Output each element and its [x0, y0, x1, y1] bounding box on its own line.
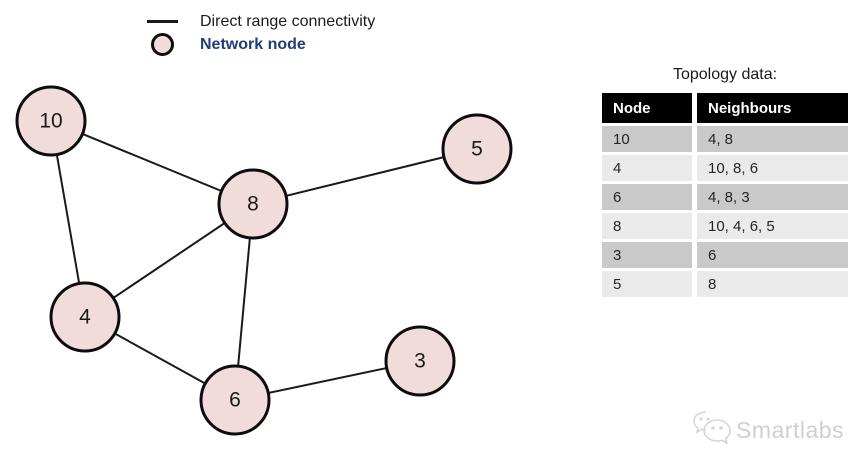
node-label-3: 3 — [414, 350, 426, 373]
table-row: 10 4, 8 — [602, 126, 848, 155]
node-8 — [217, 168, 289, 240]
node-5 — [441, 113, 513, 185]
edge-10-8 — [50, 120, 254, 205]
neighbours-cell: 4, 8, 3 — [697, 184, 848, 213]
legend-edge-label: Direct range connectivity — [200, 12, 376, 30]
node-label-5: 5 — [471, 138, 483, 161]
neighbours-cell: 8 — [697, 271, 848, 300]
table-title: Topology data: — [672, 66, 778, 83]
table-header-row: Node Neighbours — [602, 93, 848, 126]
neighbours-cell: 10, 8, 6 — [697, 155, 848, 184]
chat-bubbles-icon — [693, 411, 731, 445]
node-3 — [384, 325, 456, 397]
table-row: 4 10, 8, 6 — [602, 155, 848, 184]
neighbours-cell: 10, 4, 6, 5 — [697, 213, 848, 242]
neighbours-cell: 4, 8 — [697, 126, 848, 155]
node-10 — [15, 85, 87, 157]
legend-node-label: Network node — [200, 35, 306, 53]
node-cell: 4 — [602, 155, 697, 184]
node-label-6: 6 — [229, 389, 241, 412]
table-row: 3 6 — [602, 242, 848, 271]
edge-line-icon — [147, 20, 178, 23]
node-6 — [199, 364, 271, 436]
legend: Direct range connectivity Network node — [147, 10, 375, 56]
node-cell: 3 — [602, 242, 697, 271]
edge-8-5 — [252, 148, 478, 205]
node-label-8: 8 — [247, 193, 259, 216]
topology-table: Node Neighbours 10 4, 8 4 10, 8, 6 6 4, … — [602, 93, 848, 300]
column-header-neighbours: Neighbours — [697, 93, 848, 126]
node-label-10: 10 — [39, 110, 62, 133]
node-cell: 10 — [602, 126, 697, 155]
topology-table-section: Topology data: Node Neighbours 10 4, 8 4… — [602, 66, 848, 300]
column-header-node: Node — [602, 93, 697, 126]
network-graph: 10 8 5 4 6 3 — [15, 85, 513, 436]
smartlabs-watermark: Smartlabs — [690, 408, 844, 452]
node-circle-icon — [151, 33, 174, 56]
legend-row-edge: Direct range connectivity — [147, 10, 375, 33]
table-row: 5 8 — [602, 271, 848, 300]
watermark-label: Smartlabs — [736, 416, 845, 443]
node-label-4: 4 — [79, 306, 91, 329]
node-cell: 6 — [602, 184, 697, 213]
node-cell: 8 — [602, 213, 697, 242]
table-row: 6 4, 8, 3 — [602, 184, 848, 213]
node-cell: 5 — [602, 271, 697, 300]
legend-row-node: Network node — [147, 33, 375, 56]
table-row: 8 10, 4, 6, 5 — [602, 213, 848, 242]
neighbours-cell: 6 — [697, 242, 848, 271]
node-4 — [49, 281, 121, 353]
